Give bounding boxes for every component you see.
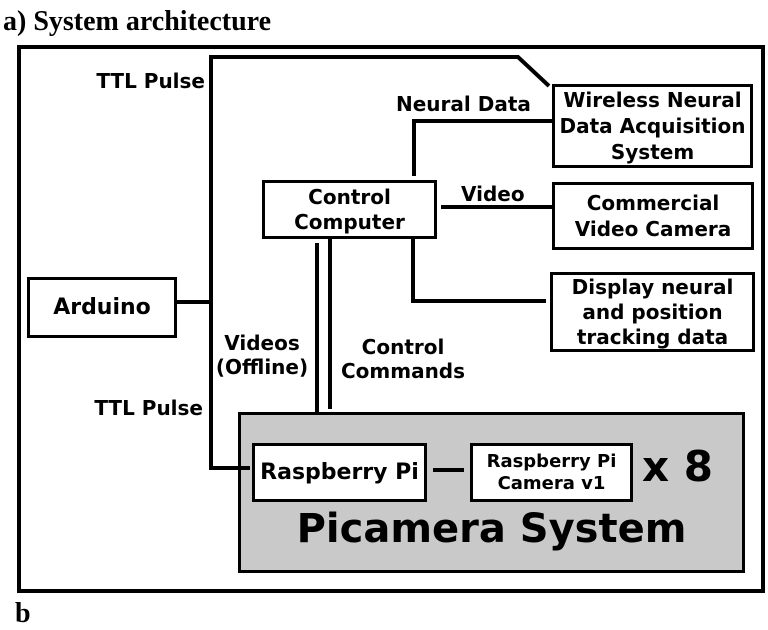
control-commands-label: Control Commands [332,335,474,383]
box-label-line: Display neural [571,274,734,299]
box-label-line: System [610,140,695,164]
control-computer-box: Control Computer [262,180,437,239]
videos-offline-line2: (Offline) [215,355,309,379]
box-label-line: and position [582,299,723,324]
arduino-box: Arduino [27,277,177,338]
multiplier-label: x 8 [642,442,713,491]
box-label-line: Control [308,184,391,209]
raspberry-pi-camera-box: Raspberry Pi Camera v1 [470,443,633,502]
partial-next-panel-label: b [15,598,31,629]
box-label-line: Wireless Neural [563,88,742,112]
box-label-line: Raspberry Pi [260,460,419,485]
neural-data-label: Neural Data [396,92,531,116]
videos-offline-label: Videos (Offline) [201,331,323,379]
box-label-line: Commercial [586,191,720,215]
ttl-pulse-top-label: TTL Pulse [96,69,205,93]
box-label-line: Data Acquisition [559,114,746,138]
box-label-line: tracking data [576,324,729,349]
ttl-pulse-bottom-label: TTL Pulse [94,396,203,420]
figure-canvas: { "title": "a) System architecture", "pa… [3,6,765,629]
raspberry-pi-box: Raspberry Pi [252,443,427,502]
figure-title: a) System architecture [3,6,271,37]
wireless-neural-acquisition-box: Wireless Neural Data Acquisition System [552,84,753,168]
system-boundary [17,45,765,593]
display-tracking-data-box: Display neural and position tracking dat… [550,272,755,352]
video-label: Video [461,182,525,206]
control-commands-line1: Control [361,335,445,359]
box-label-line: Camera v1 [497,472,606,494]
videos-offline-line1: Videos [224,331,300,355]
commercial-video-camera-box: Commercial Video Camera [552,182,754,250]
control-commands-line2: Commands [340,359,466,383]
picamera-system-title: Picamera System [296,506,687,552]
box-label-line: Video Camera [574,217,732,241]
box-label-line: Arduino [53,295,151,320]
box-label-line: Raspberry Pi [486,450,617,472]
box-label-line: Computer [294,209,405,234]
